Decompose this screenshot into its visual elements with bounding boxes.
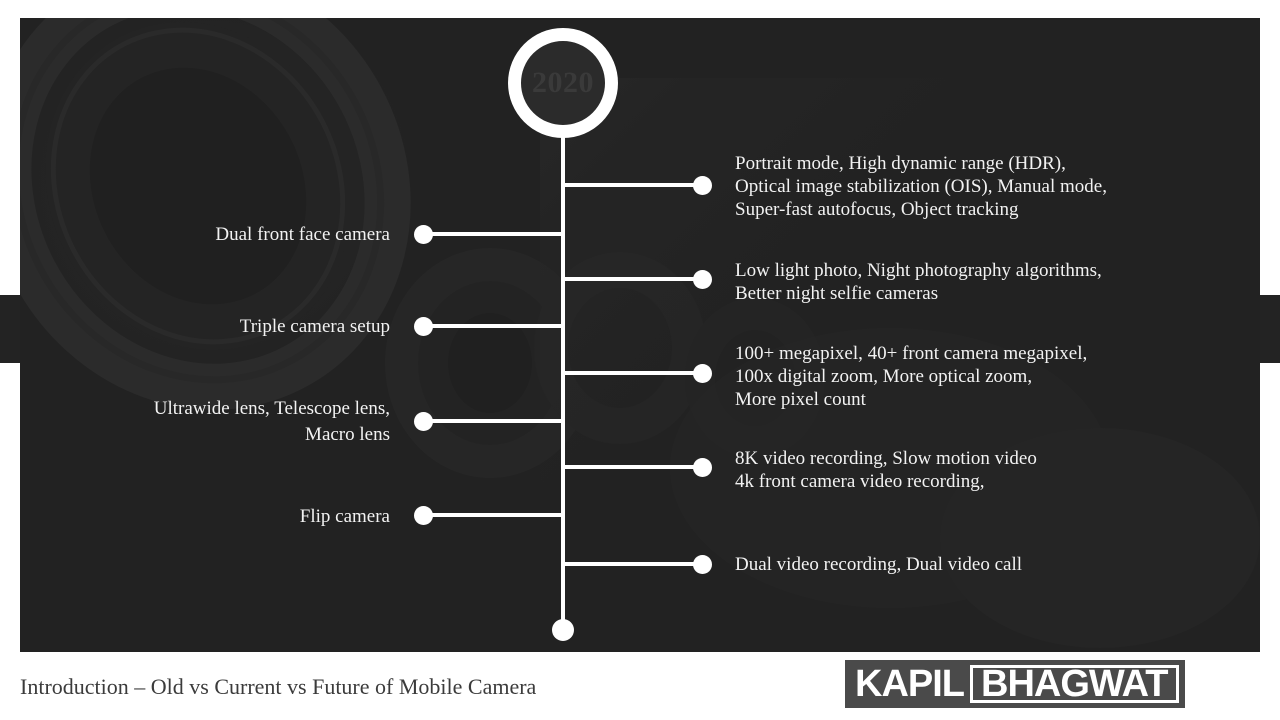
year-label: 2020 <box>532 66 594 99</box>
branch-node[interactable] <box>693 176 712 195</box>
logo-text-kapil: KAPIL <box>855 663 965 705</box>
background-band-right <box>1256 295 1280 363</box>
branch-label-left-1: Dual front face camera <box>215 224 390 245</box>
connector-line <box>428 513 564 517</box>
branch-node[interactable] <box>414 506 433 525</box>
branch-label-right-1: Portrait mode, High dynamic range (HDR),… <box>735 153 1107 220</box>
year-badge: 2020 <box>508 28 618 138</box>
branch-label-right-5: Dual video recording, Dual video call <box>735 554 1023 575</box>
branch-label-right-2: Low light photo, Night photography algor… <box>735 260 1102 304</box>
year-badge-inner: 2020 <box>517 37 609 129</box>
connector-line <box>428 419 564 423</box>
branch-node[interactable] <box>414 412 433 431</box>
branch-label-left-4: Flip camera <box>299 506 390 527</box>
connector-line <box>563 465 703 469</box>
branch-node[interactable] <box>414 317 433 336</box>
branch-label-left-2: Triple camera setup <box>239 316 390 337</box>
branch-label-left-3: Ultrawide lens, Telescope lens, Macro le… <box>153 398 390 445</box>
connector-line <box>563 277 703 281</box>
timeline-end-node <box>552 619 574 641</box>
connector-line <box>428 232 564 236</box>
footer-title: Introduction – Old vs Current vs Future … <box>20 674 537 699</box>
branch-node[interactable] <box>414 225 433 244</box>
connector-line <box>563 562 703 566</box>
connector-line <box>563 183 703 187</box>
branch-node[interactable] <box>693 458 712 477</box>
connector-line <box>563 371 703 375</box>
timeline-spine <box>561 128 565 633</box>
branch-node[interactable] <box>693 555 712 574</box>
logo-text-bhagwat: BHAGWAT <box>970 665 1179 703</box>
branch-node[interactable] <box>693 364 712 383</box>
branch-node[interactable] <box>693 270 712 289</box>
connector-line <box>428 324 564 328</box>
branch-label-right-3: 100+ megapixel, 40+ front camera megapix… <box>735 343 1088 410</box>
brand-logo: KAPIL BHAGWAT <box>845 660 1185 708</box>
branch-label-right-4: 8K video recording, Slow motion video 4k… <box>735 448 1037 492</box>
